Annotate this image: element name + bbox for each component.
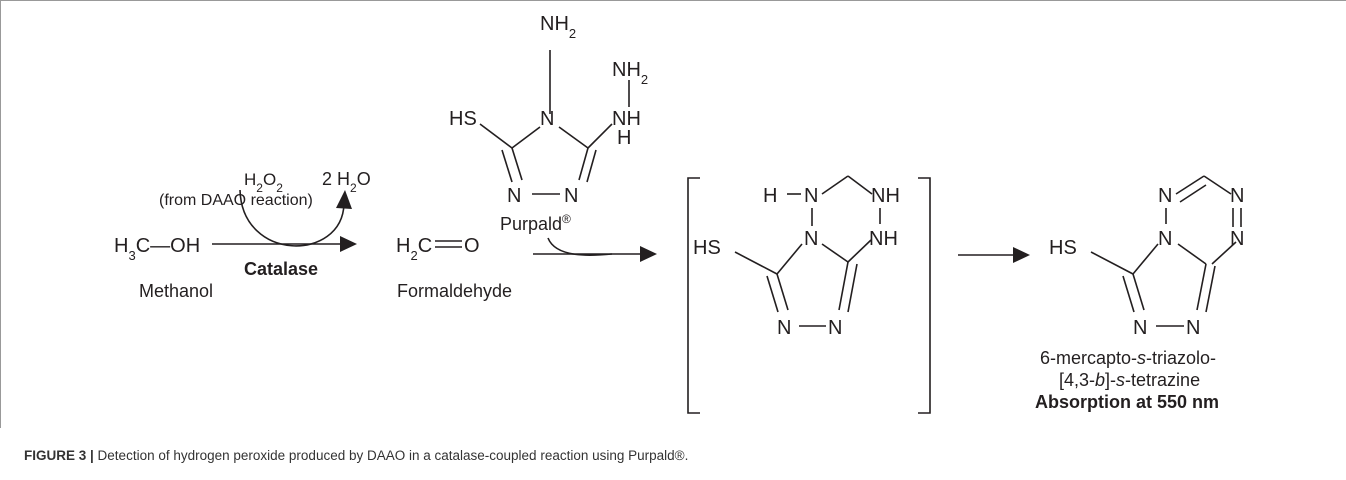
- product-name-line1: 6-mercapto-s-triazolo-: [1040, 348, 1216, 368]
- svg-text:N: N: [564, 185, 578, 207]
- svg-text:N: N: [507, 185, 521, 207]
- right-bracket: [918, 177, 931, 414]
- svg-text:HS: HS: [1049, 237, 1077, 259]
- formaldehyde-label: Formaldehyde: [397, 281, 512, 301]
- water-formula: 2 H2O: [322, 169, 371, 195]
- catalase-arrow: H2O2 (from DAAO reaction) 2 H2O Catalase: [159, 169, 371, 279]
- svg-text:N: N: [1186, 317, 1200, 339]
- svg-text:NH: NH: [869, 228, 898, 250]
- svg-text:H: H: [763, 185, 777, 207]
- svg-text:NH2: NH2: [540, 13, 576, 41]
- h2o2-source-note: (from DAAO reaction): [159, 192, 313, 209]
- svg-text:NH: NH: [612, 108, 641, 130]
- svg-text:N: N: [1158, 228, 1172, 250]
- condensation-arrow: [533, 237, 657, 262]
- oxidation-arrow: [958, 247, 1030, 263]
- catalase-label: Catalase: [244, 259, 318, 279]
- svg-text:O: O: [464, 235, 480, 257]
- svg-text:HS: HS: [693, 237, 721, 259]
- formaldehyde-structure: H2C O Formaldehyde: [396, 235, 512, 301]
- svg-text:HS: HS: [449, 108, 477, 130]
- absorption-label: Absorption at 550 nm: [1035, 392, 1219, 412]
- svg-text:N: N: [804, 228, 818, 250]
- h2o2-formula: H2O2: [244, 170, 283, 195]
- svg-text:H3C—OH: H3C—OH: [114, 235, 200, 263]
- figure-caption-text: Detection of hydrogen peroxide produced …: [93, 448, 689, 463]
- svg-text:NH2: NH2: [612, 59, 648, 87]
- svg-text:N: N: [1230, 228, 1244, 250]
- purpald-label: Purpald: [500, 214, 562, 234]
- svg-text:N: N: [1230, 185, 1244, 207]
- svg-text:N: N: [777, 317, 791, 339]
- methanol-structure: H3C—OH Methanol: [114, 235, 213, 301]
- product-name-line2: [4,3-b]-s-tetrazine: [1059, 370, 1200, 390]
- figure-caption: FIGURE 3 | Detection of hydrogen peroxid…: [24, 448, 1324, 463]
- svg-text:N: N: [1133, 317, 1147, 339]
- purpald-structure: NH2 N HS N N NH2 NH H Purpald®: [449, 13, 648, 234]
- svg-text:N: N: [828, 317, 842, 339]
- methanol-h: H: [114, 235, 128, 257]
- svg-text:Purpald®: Purpald®: [500, 212, 571, 234]
- svg-text:H2C: H2C: [396, 235, 432, 263]
- svg-text:H: H: [617, 127, 631, 149]
- svg-text:NH: NH: [871, 185, 900, 207]
- figure-caption-label: FIGURE 3 |: [24, 448, 94, 463]
- intermediate-structure: H N NH N NH HS N N: [687, 175, 931, 414]
- left-bracket: [687, 177, 700, 414]
- svg-text:N: N: [804, 185, 818, 207]
- svg-text:N: N: [1158, 185, 1172, 207]
- methanol-label: Methanol: [139, 281, 213, 301]
- svg-text:N: N: [540, 108, 554, 130]
- product-structure: N N N N HS N N 6-mercapto-s-triazolo- [4…: [1035, 175, 1244, 412]
